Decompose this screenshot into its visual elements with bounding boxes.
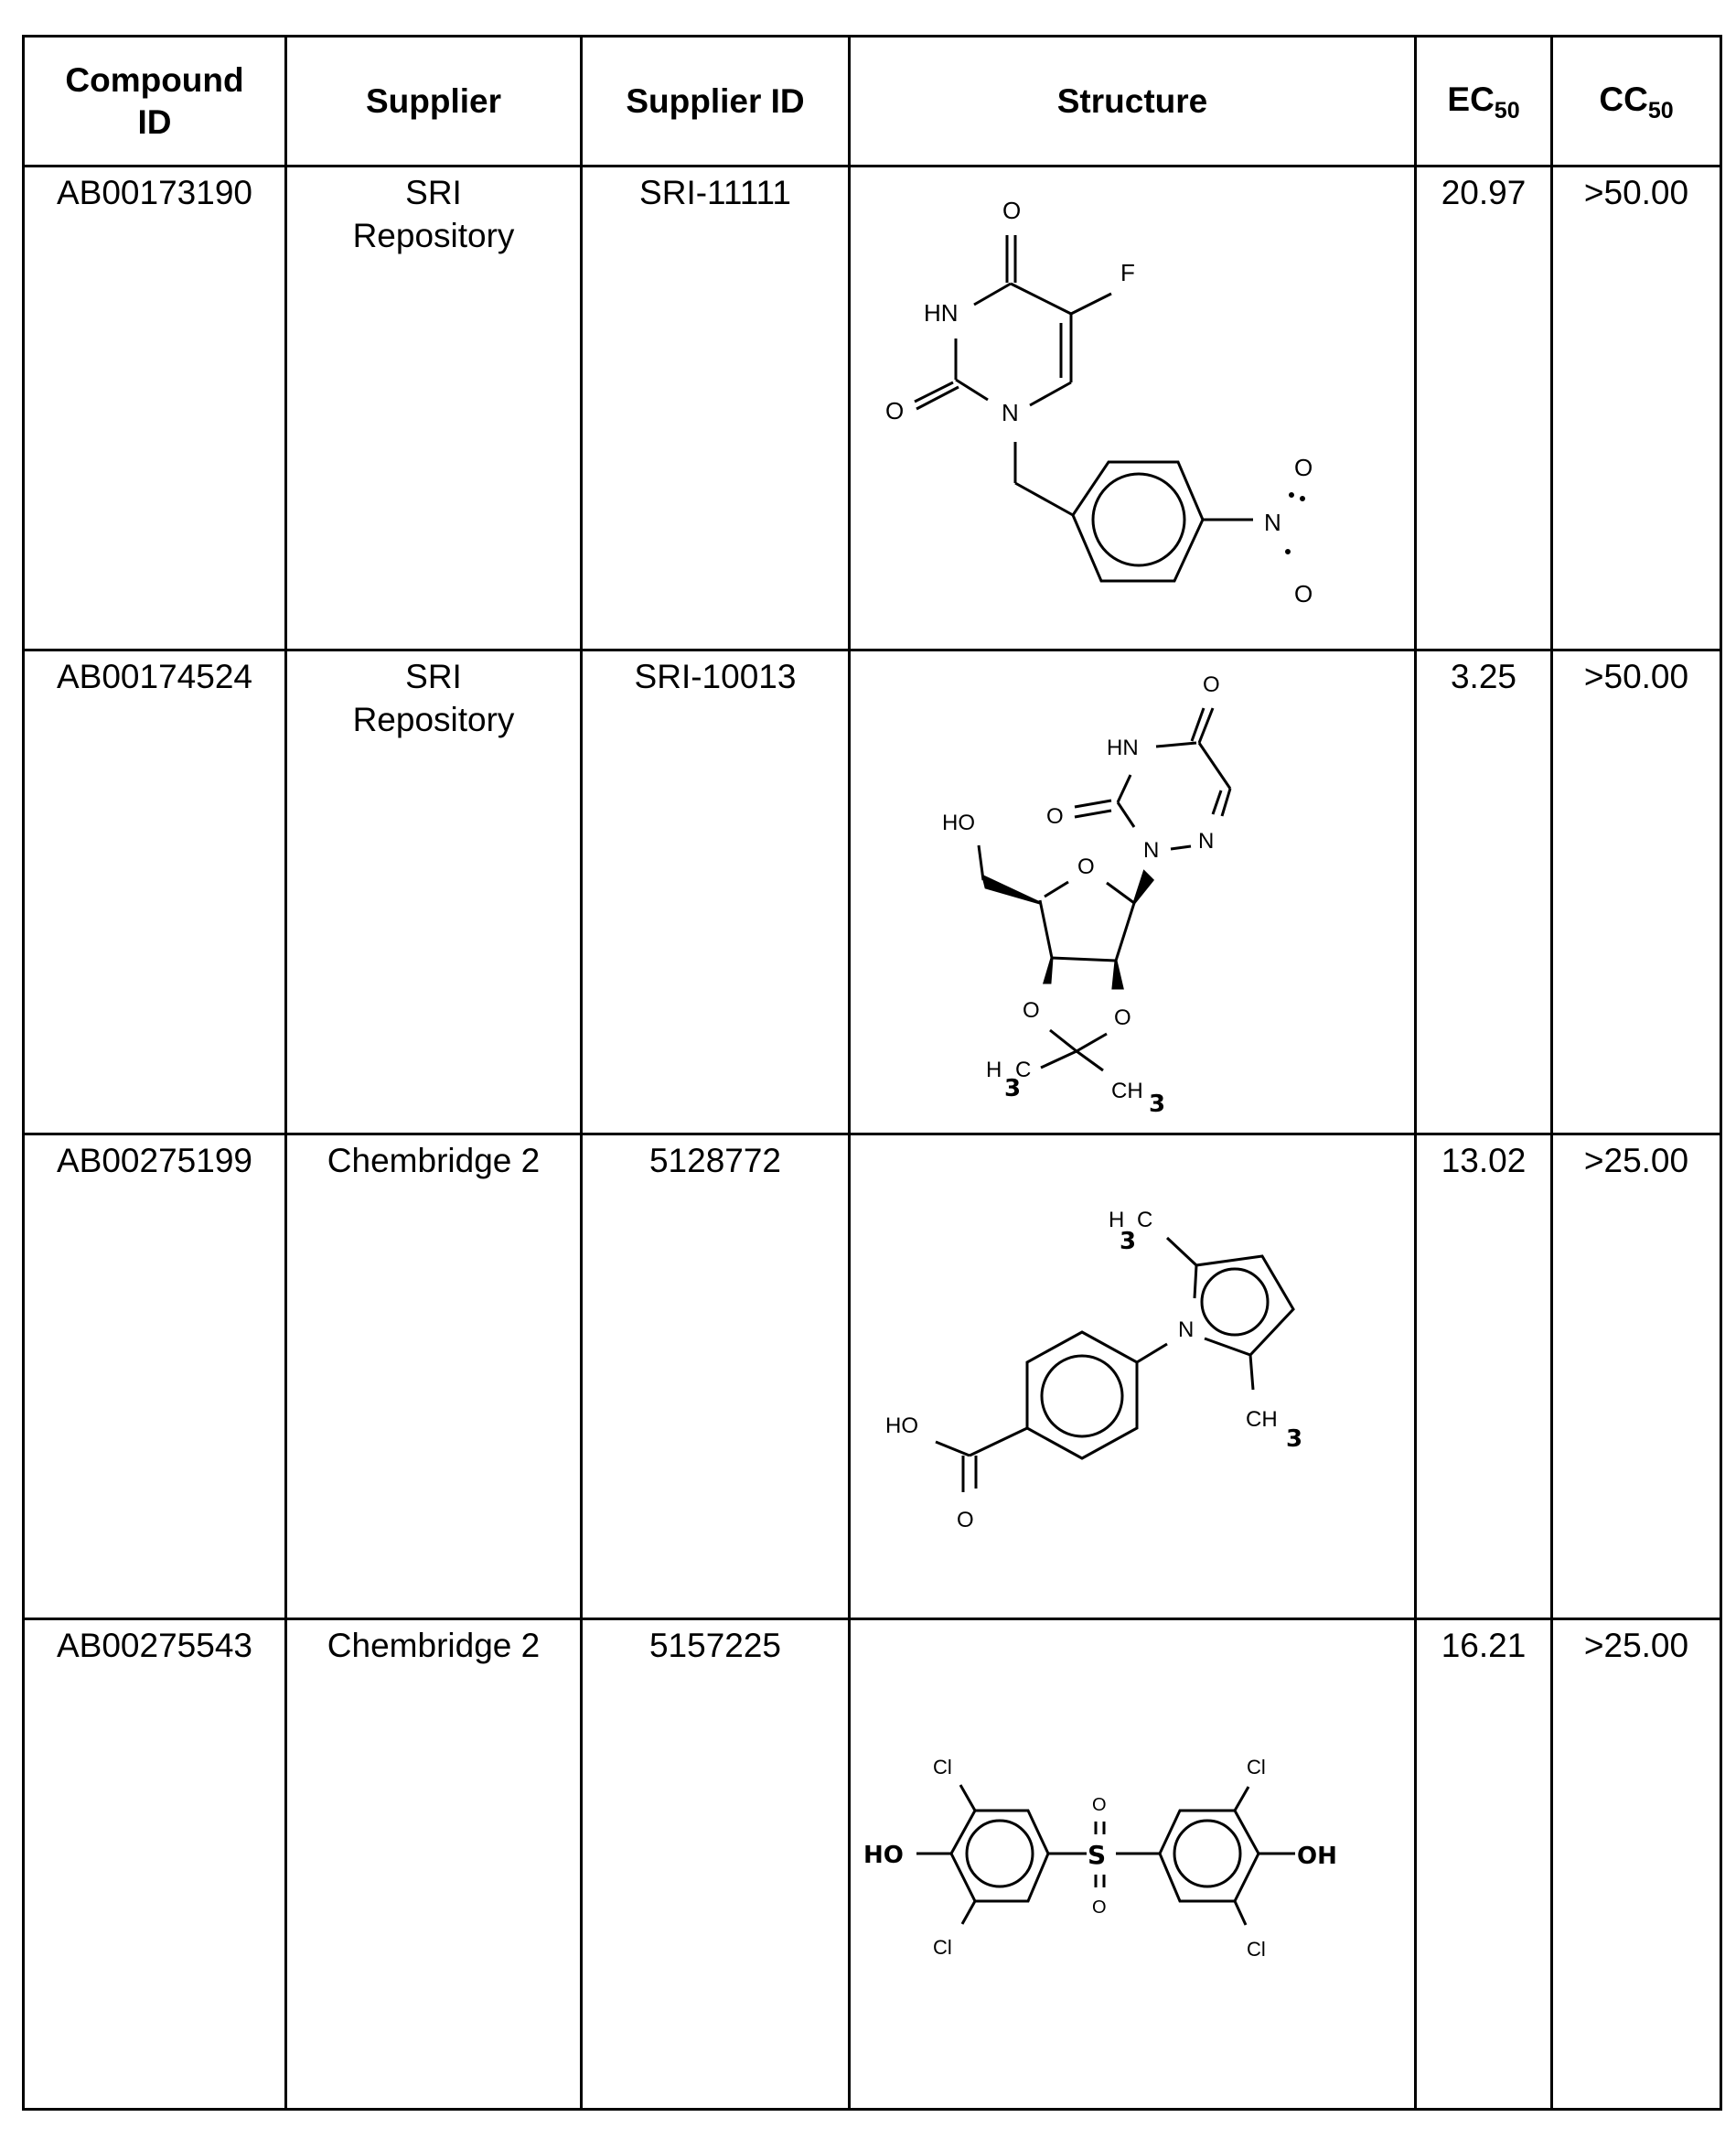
supplier-id-cell: 5128772: [580, 1133, 851, 1620]
header-compound-id-line2: ID: [137, 102, 172, 141]
chemical-structure-fluorouracil-nitrobenzyl: O HN F N O: [885, 197, 1313, 607]
header-supplier: Supplier: [284, 35, 583, 167]
svg-text:O: O: [1092, 1897, 1107, 1918]
compound-id-cell: AB00174524: [22, 649, 287, 1135]
svg-text:CH: CH: [1246, 1407, 1278, 1432]
chemical-structure-azauridine-acetonide: O HN N N O HO O: [942, 672, 1232, 1118]
structure-cell: H 3 C N CH 3 HO O: [848, 1133, 1417, 1620]
svg-text:C: C: [1015, 1058, 1031, 1082]
cc50-cell: >25.00: [1550, 1618, 1722, 2111]
supplier-cell: SRI Repository: [284, 165, 583, 651]
supplier-line1: SRI: [405, 174, 462, 211]
svg-text:3: 3: [1149, 1091, 1165, 1118]
svg-text:O: O: [1092, 1795, 1107, 1815]
svg-text:HO: HO: [942, 811, 975, 835]
svg-text:3: 3: [1004, 1075, 1021, 1102]
svg-text:Cl: Cl: [933, 1936, 952, 1959]
compound-id-cell: AB00275199: [22, 1133, 287, 1620]
header-ec50-main: EC: [1447, 80, 1495, 118]
compound-id-cell: AB00275543: [22, 1618, 287, 2111]
svg-text:O: O: [885, 397, 904, 425]
svg-text:3: 3: [1120, 1228, 1136, 1255]
svg-text:O: O: [1294, 580, 1313, 607]
svg-text:Cl: Cl: [1247, 1938, 1266, 1961]
structure-cell: O HN N N O HO O: [848, 649, 1417, 1135]
supplier-id-cell: SRI-11111: [580, 165, 851, 651]
table-row: AB00173190 SRI Repository SRI-11111 O HN …: [22, 165, 1722, 651]
header-cc50: CC50: [1550, 35, 1722, 167]
svg-text:F: F: [1120, 259, 1135, 286]
svg-text:HO: HO: [885, 1413, 918, 1438]
svg-text:N: N: [1264, 509, 1281, 536]
ec50-cell: 3.25: [1414, 649, 1553, 1135]
supplier-line2: Repository: [352, 701, 515, 738]
header-supplier-id: Supplier ID: [580, 35, 851, 167]
svg-text:O: O: [1203, 672, 1220, 697]
svg-text:O: O: [1077, 855, 1095, 879]
supplier-cell: Chembridge 2: [284, 1133, 583, 1620]
compound-id-cell: AB00173190: [22, 165, 287, 651]
svg-text:Cl: Cl: [1247, 1756, 1266, 1779]
svg-text:O: O: [1114, 1005, 1131, 1030]
structure-cell: HO Cl Cl S O O Cl: [848, 1618, 1417, 2111]
svg-text:H: H: [1109, 1208, 1124, 1232]
header-cc50-sub: 50: [1647, 97, 1674, 124]
supplier-line2: Repository: [352, 217, 515, 254]
cc50-cell: >50.00: [1550, 649, 1722, 1135]
svg-text:HO: HO: [863, 1842, 904, 1869]
table-row: AB00275543 Chembridge 2 5157225 HO Cl Cl…: [22, 1618, 1722, 2111]
header-cc50-main: CC: [1599, 80, 1648, 118]
svg-text:N: N: [1143, 838, 1159, 863]
svg-text:CH: CH: [1111, 1079, 1143, 1103]
svg-text:H: H: [986, 1058, 1002, 1082]
cc50-cell: >25.00: [1550, 1133, 1722, 1620]
supplier-line1: SRI: [405, 658, 462, 695]
supplier-cell: SRI Repository: [284, 649, 583, 1135]
svg-text:O: O: [957, 1508, 974, 1532]
svg-text:O: O: [1023, 998, 1040, 1023]
supplier-id-cell: SRI-10013: [580, 649, 851, 1135]
supplier-id-cell: 5157225: [580, 1618, 851, 2111]
header-structure: Structure: [848, 35, 1417, 167]
svg-text:S: S: [1088, 1840, 1106, 1870]
header-ec50-sub: 50: [1494, 97, 1520, 124]
ec50-cell: 20.97: [1414, 165, 1553, 651]
svg-text:Cl: Cl: [933, 1756, 952, 1779]
header-compound-id-line1: Compound: [65, 60, 244, 99]
svg-text:HN: HN: [924, 299, 959, 327]
svg-text:HN: HN: [1107, 736, 1139, 760]
chemical-structure-dichlorophenol-sulfone: HO Cl Cl S O O Cl: [863, 1756, 1337, 1961]
ec50-cell: 13.02: [1414, 1133, 1553, 1620]
chemical-structure-dimethylpyrrolyl-benzoic-acid: H 3 C N CH 3 HO O: [885, 1208, 1302, 1532]
svg-text:N: N: [1178, 1317, 1194, 1342]
svg-text:3: 3: [1286, 1425, 1302, 1453]
structure-cell: O HN F N O: [848, 165, 1417, 651]
header-ec50: EC50: [1414, 35, 1553, 167]
supplier-cell: Chembridge 2: [284, 1618, 583, 2111]
table-row: AB00275199 Chembridge 2 5128772 H 3 C N …: [22, 1133, 1722, 1620]
cc50-cell: >50.00: [1550, 165, 1722, 651]
ec50-cell: 16.21: [1414, 1618, 1553, 2111]
svg-text:C: C: [1137, 1208, 1152, 1232]
svg-text:N: N: [1198, 829, 1214, 854]
svg-text:O: O: [1002, 197, 1021, 224]
svg-text:O: O: [1294, 454, 1313, 481]
svg-text:O: O: [1046, 804, 1064, 829]
svg-text:N: N: [1002, 399, 1019, 426]
svg-text:OH: OH: [1297, 1843, 1337, 1870]
